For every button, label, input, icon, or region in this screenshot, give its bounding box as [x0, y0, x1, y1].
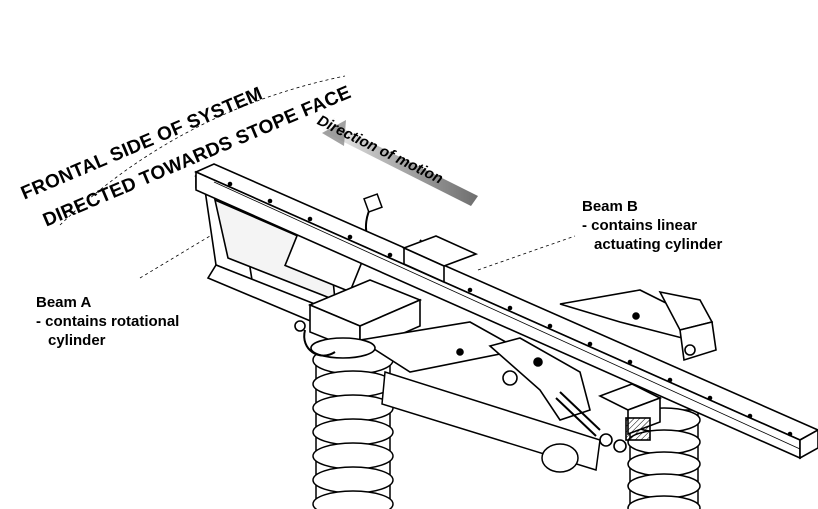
- beam-b-holes: [227, 181, 793, 437]
- central-saddle: [307, 279, 523, 373]
- beam-b-name: Beam B: [582, 198, 638, 215]
- beam-a-name: Beam A: [36, 294, 92, 311]
- beam-b-desc-line2: actuating cylinder: [594, 236, 723, 253]
- right-bracket: [559, 289, 717, 362]
- beam-a-desc-line1: - contains rotational: [36, 313, 180, 330]
- title-dashed-arc: [59, 75, 346, 226]
- cross-tube: [381, 371, 601, 473]
- left-coil-support: [312, 345, 394, 509]
- hook: [303, 329, 336, 357]
- beam-b-leader: [477, 235, 576, 271]
- beam-a-desc-line2: cylinder: [48, 332, 106, 349]
- direction-arrow: [320, 118, 478, 206]
- beam-a-callout: Beam A - contains rotational cylinder: [36, 293, 179, 350]
- beam-b-desc-line1: - contains linear: [582, 217, 698, 234]
- beam-b-callout: Beam B - contains linear actuating cylin…: [582, 197, 722, 254]
- beam-b-crossbox: [401, 235, 662, 441]
- beam-b: [194, 163, 818, 460]
- linkage-arm: [488, 337, 627, 453]
